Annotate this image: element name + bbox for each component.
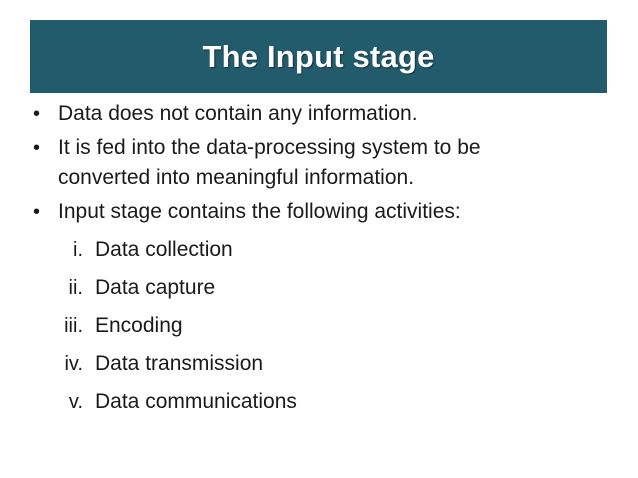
- list-item-numeral: i.: [73, 239, 83, 261]
- bullet-item-text: Input stage contains the following activ…: [58, 200, 461, 223]
- list-item-label: Encoding: [95, 314, 183, 337]
- list-item-label: Data collection: [95, 238, 233, 261]
- list-item: iv. Data transmission: [0, 349, 638, 379]
- bullet-point-icon: •: [33, 201, 41, 223]
- slide-title: The Input stage: [202, 39, 435, 74]
- bullet-item: • Data does not contain any information.: [0, 99, 638, 129]
- list-item-label: Data capture: [95, 276, 216, 299]
- bullet-point-icon: •: [33, 137, 41, 159]
- bullet-point-icon: •: [33, 103, 41, 125]
- bullet-item-text: It is fed into the data-processing syste…: [58, 136, 481, 189]
- bullet-item: • Input stage contains the following act…: [0, 197, 638, 227]
- list-item: iii. Encoding: [0, 311, 638, 341]
- slide-title-banner: The Input stage: [30, 20, 607, 93]
- slide-body: • Data does not contain any information.…: [0, 99, 638, 425]
- list-item-numeral: v.: [68, 391, 83, 413]
- list-item: i. Data collection: [0, 235, 638, 265]
- roman-numeral-list: i. Data collection ii. Data capture iii.…: [0, 235, 638, 417]
- list-item: v. Data communications: [0, 387, 638, 417]
- list-item: ii. Data capture: [0, 273, 638, 303]
- list-item-numeral: iv.: [64, 353, 83, 375]
- list-item-numeral: ii.: [68, 277, 83, 299]
- bullet-item: • It is fed into the data-processing sys…: [0, 133, 638, 193]
- list-item-label: Data communications: [95, 390, 297, 413]
- list-item-label: Data transmission: [95, 352, 264, 375]
- list-item-numeral: iii.: [64, 315, 83, 337]
- bullet-item-text: Data does not contain any information.: [58, 102, 418, 125]
